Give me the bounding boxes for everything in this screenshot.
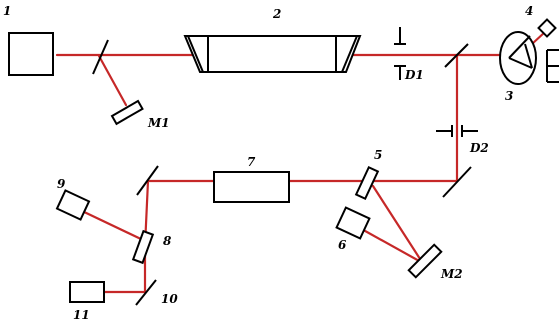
element-5 — [354, 165, 380, 201]
laser-beam-paths — [55, 30, 547, 294]
turning-mirror-top-right — [444, 43, 469, 68]
label-6: 6 — [338, 238, 347, 252]
laser-tube-body — [207, 35, 337, 73]
detector-4 — [537, 18, 557, 38]
laser-source-box — [8, 32, 54, 76]
mirror-m2 — [407, 243, 443, 279]
label-3: 3 — [505, 89, 513, 103]
label-11: 11 — [73, 308, 90, 322]
cell-7 — [213, 171, 290, 203]
diaphragm-d2 — [436, 125, 478, 137]
label-2: 2 — [272, 7, 281, 21]
turning-mirror-bottom-right — [442, 166, 472, 198]
element-11 — [69, 281, 105, 303]
label-d1: D1 — [404, 68, 424, 82]
label-1: 1 — [3, 4, 11, 18]
diaphragm-d1 — [394, 27, 406, 80]
screen-bracket — [546, 49, 559, 83]
label-5: 5 — [374, 148, 382, 162]
beam-splitter-1 — [92, 39, 109, 75]
beam-6-to-m2 — [356, 225, 423, 264]
label-9: 9 — [57, 177, 66, 191]
label-10: 10 — [161, 292, 178, 306]
element-9 — [55, 189, 91, 221]
beam-to-m1 — [97, 54, 128, 107]
turning-mirror-bottom-left — [136, 165, 159, 196]
label-8: 8 — [163, 234, 172, 248]
element-6 — [335, 206, 371, 240]
label-m2: M2 — [440, 267, 463, 281]
mirror-m1 — [110, 99, 144, 126]
label-d2: D2 — [469, 141, 489, 155]
laser-tube-right-window — [341, 35, 358, 73]
laser-tube-2 — [183, 35, 362, 73]
label-m1: M1 — [147, 116, 170, 130]
element-3 — [499, 31, 537, 85]
beam-8-to-9 — [78, 208, 145, 242]
labels: 1 2 3 4 5 6 7 8 9 10 11 M1 M2 D1 D2 — [3, 4, 533, 322]
beam-5-to-m2 — [371, 184, 424, 264]
label-7: 7 — [247, 155, 256, 169]
laser-tube-left-window — [187, 35, 204, 73]
mirror-10 — [135, 279, 157, 306]
label-4: 4 — [525, 4, 533, 18]
element-8 — [131, 229, 155, 265]
